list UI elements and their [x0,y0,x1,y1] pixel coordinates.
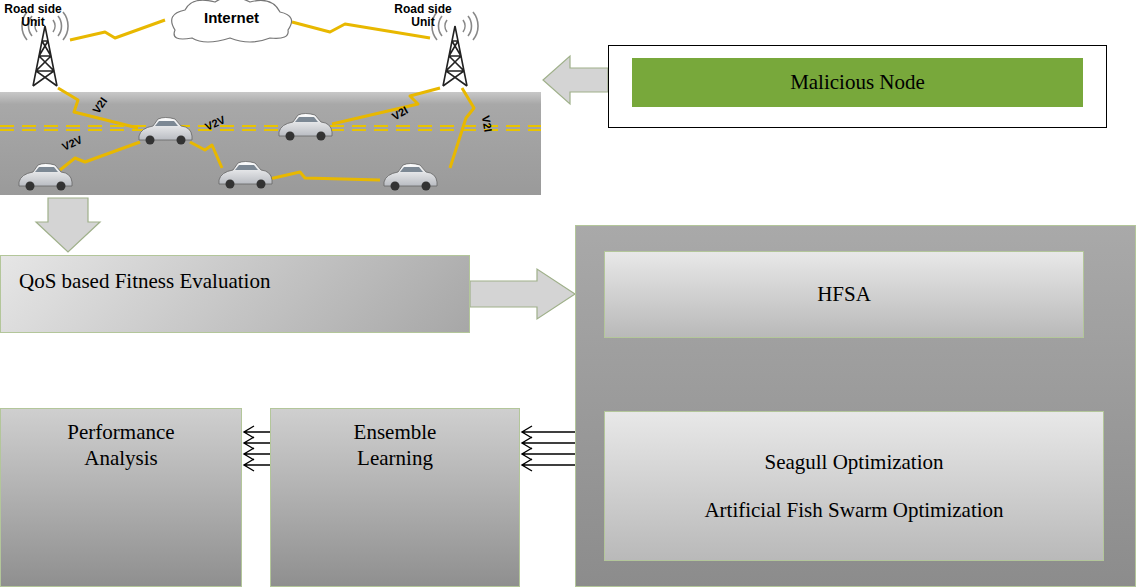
malicious-node: Malicious Node [608,45,1107,128]
multi-arrow [244,426,270,471]
optimization-panel: HFSA Seagull OptimizationArtificial Fish … [575,225,1136,587]
wireless-links [58,20,474,180]
node-label: HFSA [817,281,871,307]
process-box: Ensemble Learning [270,408,520,587]
node-label: Artificial Fish Swarm Optimization [704,497,1003,523]
node-label: QoS based Fitness Evaluation [19,268,270,294]
process-box: QoS based Fitness Evaluation [0,255,470,333]
block-arrow [470,269,575,319]
block-arrow [36,198,100,252]
process-box: HFSA [604,251,1084,338]
road [0,92,541,195]
node-label: Ensemble Learning [325,419,465,472]
internet-cloud [172,0,292,42]
process-box: Seagull OptimizationArtificial Fish Swar… [604,411,1104,561]
rsu-label: Road side Unit [392,3,454,28]
node-label: Seagull Optimization [764,449,943,475]
node-label: Performance Analysis [46,419,196,472]
malicious-label: Malicious Node [632,58,1083,107]
block-arrow [543,56,608,104]
rsu-label: Road side Unit [2,3,64,28]
link-label: V2I [479,115,493,133]
cloud-label: Internet [204,10,259,26]
process-box: Performance Analysis [0,408,242,587]
